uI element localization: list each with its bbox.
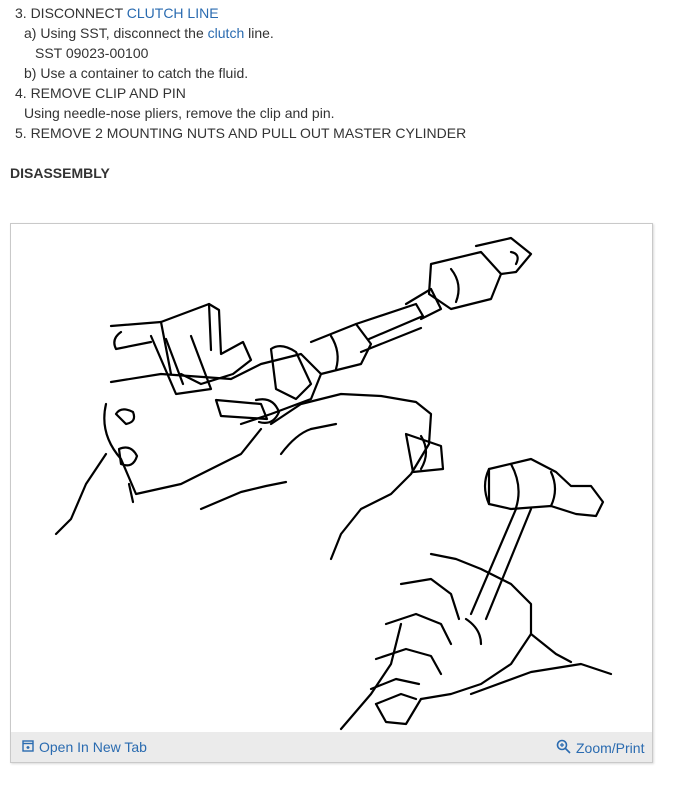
step-4: 4. REMOVE CLIP AND PIN [15,85,186,101]
zoom-print-link[interactable]: Zoom/Print [556,739,644,757]
zoom-print-label: Zoom/Print [576,740,645,756]
step-3b: b) Use a container to catch the fluid. [24,65,249,81]
step-3a-sst: SST 09023-00100 [35,45,149,61]
step-3a-text: a) Using SST, disconnect the [24,25,208,41]
master-cylinder-illustration [54,236,613,731]
figure-footer: Open In New Tab Zoom/Print [11,732,652,762]
figure-frame: Open In New Tab Zoom/Print [10,223,653,763]
clutch-link[interactable]: clutch [207,25,245,41]
open-in-new-tab-link[interactable]: Open In New Tab [22,739,147,755]
step-3-text: 3. DISCONNECT [15,5,127,21]
magnifier-zoom-icon [556,739,571,757]
clutch-line-link[interactable]: CLUTCH LINE [126,5,219,21]
step-3a: a) Using SST, disconnect the clutch line… [24,24,274,42]
open-in-new-tab-label: Open In New Tab [39,739,147,755]
step-4-detail: Using needle-nose pliers, remove the cli… [24,105,335,121]
step-5: 5. REMOVE 2 MOUNTING NUTS AND PULL OUT M… [15,125,467,141]
section-heading: DISASSEMBLY [10,165,110,181]
step-3a-suffix: line. [244,25,274,41]
open-in-new-tab-icon [22,739,34,755]
step-3: 3. DISCONNECT CLUTCH LINE [15,4,219,22]
